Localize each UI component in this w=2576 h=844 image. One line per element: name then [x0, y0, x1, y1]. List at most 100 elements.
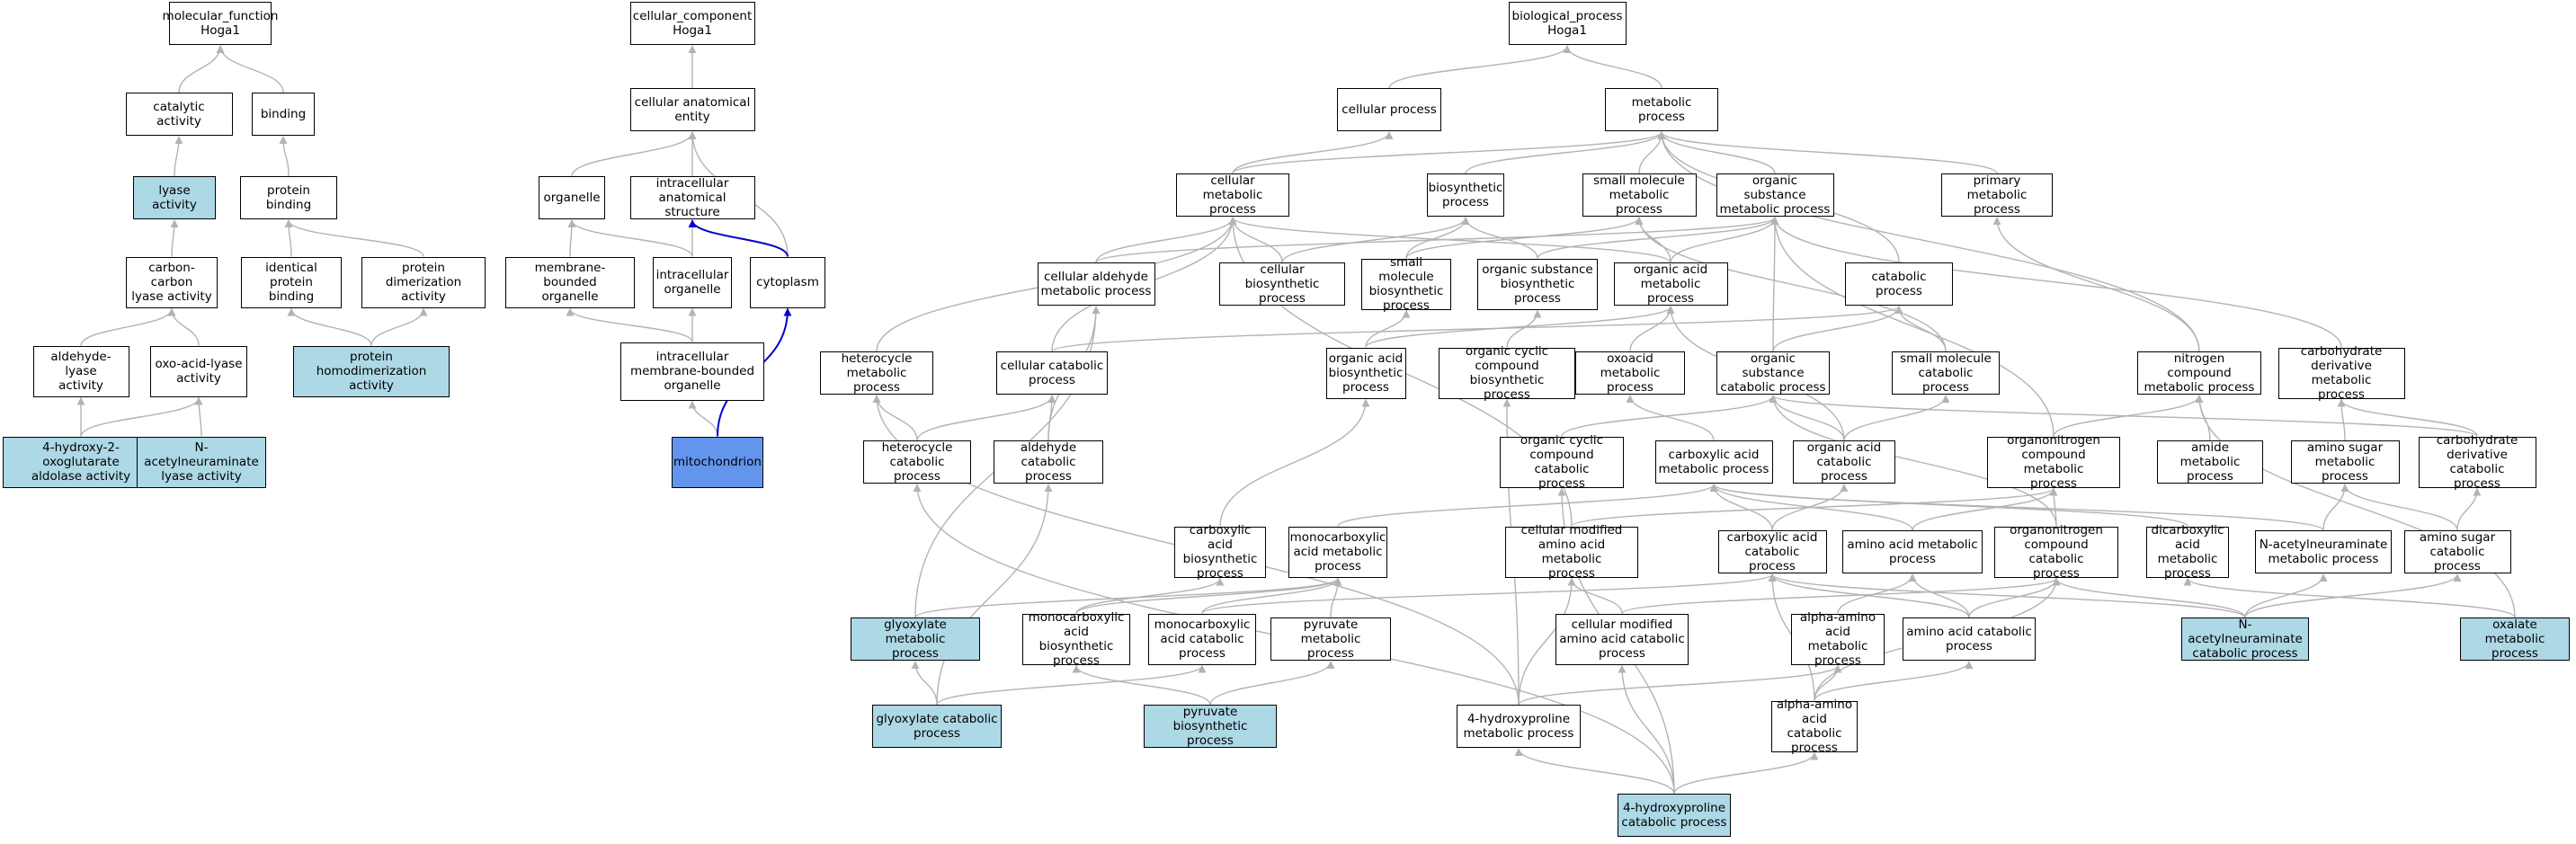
- go-term-node-biosynthetic[interactable]: biosynthetic process: [1427, 173, 1504, 217]
- go-term-node-monocarb-biosyn[interactable]: monocarboxylic acid biosynthetic process: [1022, 610, 1130, 668]
- go-term-node-carboxylic-catab[interactable]: carboxylic acid catabolic process: [1717, 530, 1827, 573]
- go-term-node-glyoxylate-catab[interactable]: glyoxylate catabolic process: [872, 705, 1002, 748]
- go-term-node-cell-mod-aa-catab[interactable]: cellular modified amino acid catabolic p…: [1555, 613, 1689, 665]
- go-term-node-org-sub-catab[interactable]: organic substance catabolic process: [1716, 351, 1830, 395]
- go-term-node-identical-pb[interactable]: identical protein binding: [241, 256, 342, 308]
- go-term-node-carboxylic-biosyn[interactable]: carboxylic acid biosynthetic process: [1174, 523, 1266, 581]
- go-term-node-cell-biosyn[interactable]: cellular biosynthetic process: [1219, 262, 1345, 306]
- edge-cell-metab-to-cellular-process: [1232, 131, 1394, 174]
- go-term-node-amino-sugar-catab[interactable]: amino sugar catabolic process: [2403, 530, 2511, 573]
- go-term-node-primary-metab[interactable]: primary metabolic process: [1941, 173, 2053, 217]
- go-term-node-org-cyclic-biosyn[interactable]: organic cyclic compound biosynthetic pro…: [1439, 344, 1575, 402]
- go-term-node-dicarboxylic-metab[interactable]: dicarboxylic acid metabolic process: [2146, 523, 2229, 581]
- go-term-node-prot-homodimer[interactable]: protein homodimerization activity: [293, 345, 450, 397]
- go-term-node-pyruvate-metab[interactable]: pyruvate metabolic process: [1270, 617, 1391, 661]
- go-term-node-aldehyde-lyase[interactable]: aldehyde-lyase activity: [32, 345, 129, 397]
- go-term-node-nacetyl-metab[interactable]: N-acetylneuraminate metabolic process: [2255, 530, 2392, 573]
- go-term-node-org-sub-metab[interactable]: organic substance metabolic process: [1716, 173, 1834, 217]
- go-term-node-binding[interactable]: binding: [252, 93, 315, 136]
- go-term-node-cc-lyase[interactable]: carbon-carbon lyase activity: [126, 256, 218, 308]
- go-term-label: oxoacid metabolic process: [1600, 351, 1661, 395]
- go-term-node-amide-metab[interactable]: amide metabolic process: [2157, 440, 2263, 484]
- edge-aa-metab-to-organonitrogen-metab: [1912, 487, 2058, 531]
- go-term-node-org-cyclic-catab[interactable]: organic cyclic compound catabolic proces…: [1500, 433, 1624, 491]
- go-term-node-aa-metab[interactable]: amino acid metabolic process: [1842, 530, 1983, 573]
- go-term-node-small-mol-metab[interactable]: small molecule metabolic process: [1582, 173, 1697, 217]
- edge-intra-membrane-org-to-membrane-org: [566, 307, 693, 342]
- go-term-node-cell-aldehyde[interactable]: cellular aldehyde metabolic process: [1037, 262, 1155, 306]
- go-term-node-small-mol-biosyn[interactable]: small molecule biosynthetic process: [1361, 255, 1451, 313]
- go-term-node-carboxylic-metab[interactable]: carboxylic acid metabolic process: [1654, 440, 1773, 484]
- edge-pyruvate-biosyn-to-pyruvate-metab: [1209, 661, 1335, 706]
- go-term-node-cell-mod-aa-metab[interactable]: cellular modified amino acid metabolic p…: [1505, 523, 1638, 581]
- edge-cell-mod-aa-catab-to-organonitrogen-catab: [1621, 577, 2061, 615]
- go-term-node-heterocycle-catab[interactable]: heterocycle catabolic process: [863, 440, 971, 484]
- go-term-node-hoga-aldolase[interactable]: 4-hydroxy-2-oxoglutarate aldolase activi…: [3, 436, 159, 488]
- go-term-node-mf-root[interactable]: molecular_function Hoga1: [163, 2, 278, 45]
- edge-cell-mod-aa-catab-to-cell-mod-aa-metab: [1567, 577, 1623, 614]
- go-term-node-aa-catab[interactable]: amino acid catabolic process: [1903, 617, 2036, 661]
- go-term-node-organonitrogen-metab[interactable]: organonitrogen compound metabolic proces…: [1987, 433, 2120, 491]
- go-term-node-cell-anat[interactable]: cellular anatomical entity: [629, 88, 755, 131]
- go-term-node-prot-dimer[interactable]: protein dimerization activity: [361, 256, 486, 308]
- go-term-node-hydroxyproline-metab[interactable]: 4-hydroxyproline metabolic process: [1457, 705, 1581, 748]
- go-term-label: 4-hydroxyproline metabolic process: [1463, 712, 1574, 741]
- go-term-node-carb-deriv-catab[interactable]: carbohydrate derivative catabolic proces…: [2418, 433, 2536, 491]
- go-term-node-mitochondrion[interactable]: mitochondrion: [672, 436, 763, 488]
- edge-org-sub-catab-to-org-sub-metab: [1770, 217, 1779, 352]
- go-term-node-hydroxyproline-catab[interactable]: 4-hydroxyproline catabolic process: [1618, 794, 1731, 837]
- go-term-node-lyase[interactable]: lyase activity: [133, 176, 216, 219]
- go-term-node-intra-anat[interactable]: intracellular anatomical structure: [629, 176, 755, 219]
- go-term-label: 4-hydroxy-2-oxoglutarate aldolase activi…: [31, 440, 131, 484]
- go-term-node-nacetyl-catab[interactable]: N-acetylneuraminate catabolic process: [2181, 617, 2309, 661]
- go-term-node-alpha-aa-metab[interactable]: alpha-amino acid metabolic process: [1791, 610, 1885, 668]
- edge-cytoplasm-to-intra-anat: [688, 219, 789, 257]
- go-term-label: cellular aldehyde metabolic process: [1040, 270, 1152, 298]
- go-term-node-intra-membrane-org[interactable]: intracellular membrane-bounded organelle: [620, 342, 764, 401]
- go-term-node-amino-sugar-metab[interactable]: amino sugar metabolic process: [2290, 440, 2400, 484]
- go-term-node-cellular-process[interactable]: cellular process: [1337, 88, 1441, 131]
- go-term-node-organelle[interactable]: organelle: [539, 176, 605, 219]
- go-term-node-catalytic[interactable]: catalytic activity: [125, 93, 233, 136]
- go-term-node-org-sub-biosyn[interactable]: organic substance biosynthetic process: [1477, 258, 1598, 310]
- edge-cell-metab-to-metabolic: [1232, 131, 1666, 174]
- go-term-node-catabolic[interactable]: catabolic process: [1845, 262, 1953, 306]
- go-term-node-cell-metab[interactable]: cellular metabolic process: [1176, 173, 1289, 217]
- go-term-node-membrane-org[interactable]: membrane-bounded organelle: [505, 256, 635, 308]
- go-term-node-org-acid-biosyn[interactable]: organic acid biosynthetic process: [1325, 347, 1406, 399]
- edge-metabolic-to-bp-root: [1563, 45, 1662, 89]
- edge-membrane-org-to-organelle: [567, 219, 576, 257]
- go-term-node-oxo-acid-lyase[interactable]: oxo-acid-lyase activity: [150, 345, 247, 397]
- go-term-node-protein-binding[interactable]: protein binding: [240, 176, 337, 219]
- go-term-node-cc-root[interactable]: cellular_component Hoga1: [629, 2, 755, 45]
- go-term-node-alpha-aa-catab[interactable]: alpha-amino acid catabolic process: [1771, 697, 1858, 755]
- go-term-node-nacetyl-lyase[interactable]: N-acetylneuraminate lyase activity: [137, 436, 266, 488]
- edge-org-acid-biosyn-to-small-mol-biosyn: [1365, 309, 1411, 348]
- go-term-node-organonitrogen-catab[interactable]: organonitrogen compound catabolic proces…: [1994, 523, 2118, 581]
- go-term-label: cytoplasm: [756, 275, 819, 289]
- go-term-label: N-acetylneuraminate catabolic process: [2188, 617, 2303, 661]
- go-term-node-metabolic[interactable]: metabolic process: [1605, 88, 1718, 131]
- go-term-node-bp-root[interactable]: biological_process Hoga1: [1508, 2, 1627, 45]
- go-term-node-oxalate-metab[interactable]: oxalate metabolic process: [2460, 617, 2570, 661]
- go-term-node-org-acid-metab[interactable]: organic acid metabolic process: [1613, 262, 1728, 306]
- go-term-node-oxoacid-metab[interactable]: oxoacid metabolic process: [1575, 351, 1685, 395]
- go-term-node-monocarb-metab[interactable]: monocarboxylic acid metabolic process: [1288, 526, 1387, 578]
- go-term-node-glyoxylate-metab[interactable]: glyoxylate metabolic process: [851, 617, 980, 661]
- go-term-node-nitrogen-metab[interactable]: nitrogen compound metabolic process: [2137, 351, 2261, 395]
- go-term-node-carb-deriv-metab[interactable]: carbohydrate derivative metabolic proces…: [2277, 344, 2405, 402]
- go-term-node-pyruvate-biosyn[interactable]: pyruvate biosynthetic process: [1144, 705, 1277, 748]
- go-term-label: biological_process Hoga1: [1511, 9, 1623, 38]
- go-term-node-aldehyde-catab[interactable]: aldehyde catabolic process: [994, 440, 1103, 484]
- go-term-node-small-mol-catab[interactable]: small molecule catabolic process: [1892, 351, 2000, 395]
- go-term-node-org-acid-catab[interactable]: organic acid catabolic process: [1793, 440, 1895, 484]
- go-term-label: aldehyde-lyase activity: [50, 350, 111, 393]
- go-term-label: glyoxylate catabolic process: [876, 712, 998, 741]
- edge-nitrogen-metab-to-primary-metab: [1992, 217, 2200, 352]
- go-term-node-cell-catab[interactable]: cellular catabolic process: [996, 351, 1108, 395]
- go-term-node-heterocycle-metab[interactable]: heterocycle metabolic process: [820, 351, 933, 395]
- go-term-node-monocarb-catab[interactable]: monocarboxylic acid catabolic process: [1148, 613, 1256, 665]
- edge-protein-binding-to-binding: [279, 136, 290, 177]
- go-term-node-intra-org[interactable]: intracellular organelle: [653, 256, 732, 308]
- go-term-node-cytoplasm[interactable]: cytoplasm: [750, 256, 825, 308]
